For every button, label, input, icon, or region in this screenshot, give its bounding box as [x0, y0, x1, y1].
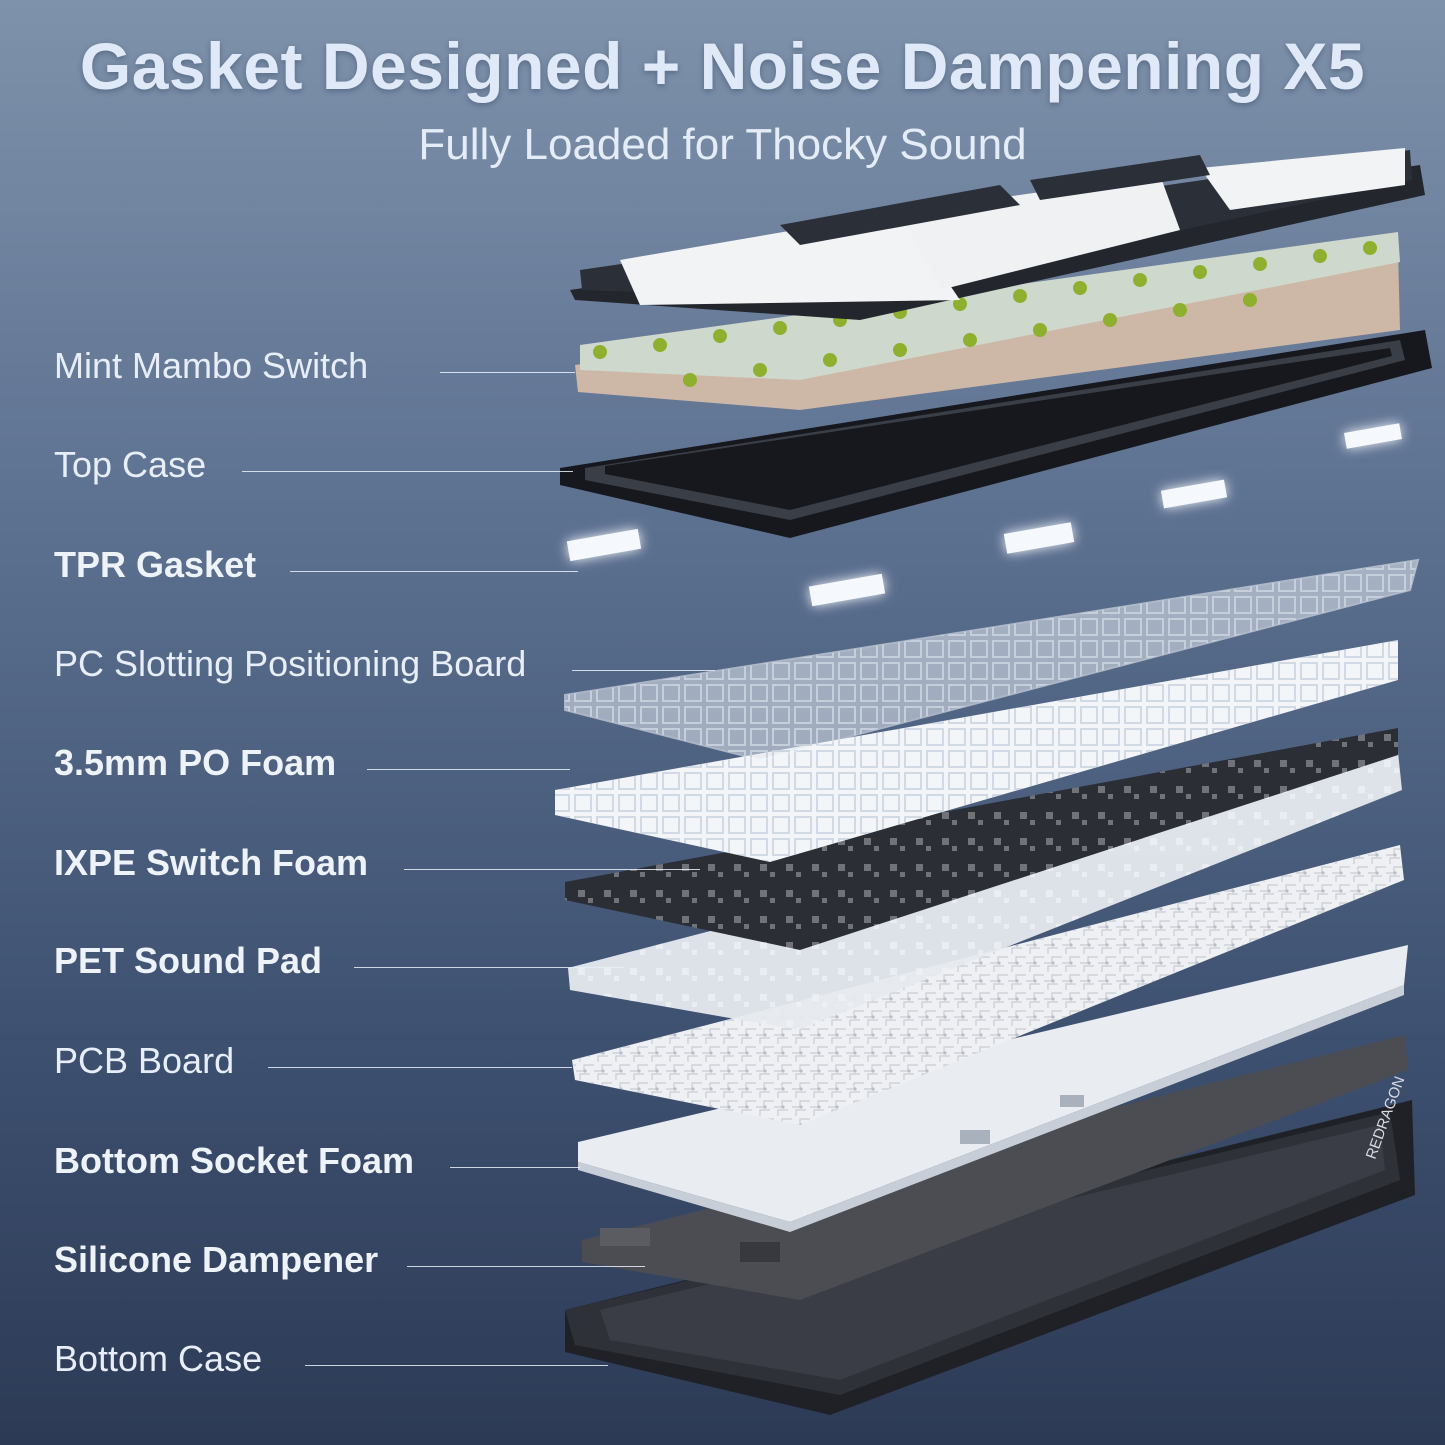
- layer-label: Bottom Case: [54, 1338, 263, 1379]
- leader-line: [242, 471, 573, 472]
- switches-layer: [575, 232, 1400, 410]
- layer-label: PC Slotting Positioning Board: [54, 643, 527, 684]
- top-case-layer: [560, 330, 1432, 538]
- layer-label: Bottom Socket Foam: [54, 1140, 415, 1181]
- leader-line: [367, 769, 570, 770]
- page-subtitle: Fully Loaded for Thocky Sound: [418, 120, 1027, 169]
- ixpe-switch-foam-layer: [565, 728, 1398, 950]
- layer-label: 3.5mm PO Foam: [54, 742, 337, 783]
- layer-label: PET Sound Pad: [54, 940, 323, 981]
- layer-label: Top Case: [54, 444, 207, 485]
- bottom-socket-foam-layer: [578, 945, 1408, 1232]
- leader-line: [572, 670, 715, 671]
- pc-plate-layer: [564, 558, 1420, 762]
- leader-line: [450, 1167, 580, 1168]
- layer-label: Mint Mambo Switch: [54, 345, 369, 386]
- layer-label: Silicone Dampener: [54, 1239, 379, 1280]
- layer-label: TPR Gasket: [54, 544, 257, 585]
- po-foam-layer: [555, 640, 1398, 862]
- leader-line: [305, 1365, 608, 1366]
- layer-label: PCB Board: [54, 1040, 235, 1081]
- leader-line: [404, 869, 700, 870]
- keycaps-layer: [570, 148, 1425, 320]
- bottom-case-layer: REDRAGON: [565, 1074, 1415, 1415]
- leader-line: [440, 372, 575, 373]
- leader-line: [290, 571, 578, 572]
- leader-line: [354, 967, 625, 968]
- layer-label: IXPE Switch Foam: [54, 842, 369, 883]
- leader-line: [407, 1266, 645, 1267]
- silicone-dampener-layer: [582, 1035, 1408, 1300]
- leader-line: [268, 1067, 572, 1068]
- pcb-board-layer: [572, 845, 1404, 1125]
- page-title: Gasket Designed + Noise Dampening X5: [79, 29, 1366, 103]
